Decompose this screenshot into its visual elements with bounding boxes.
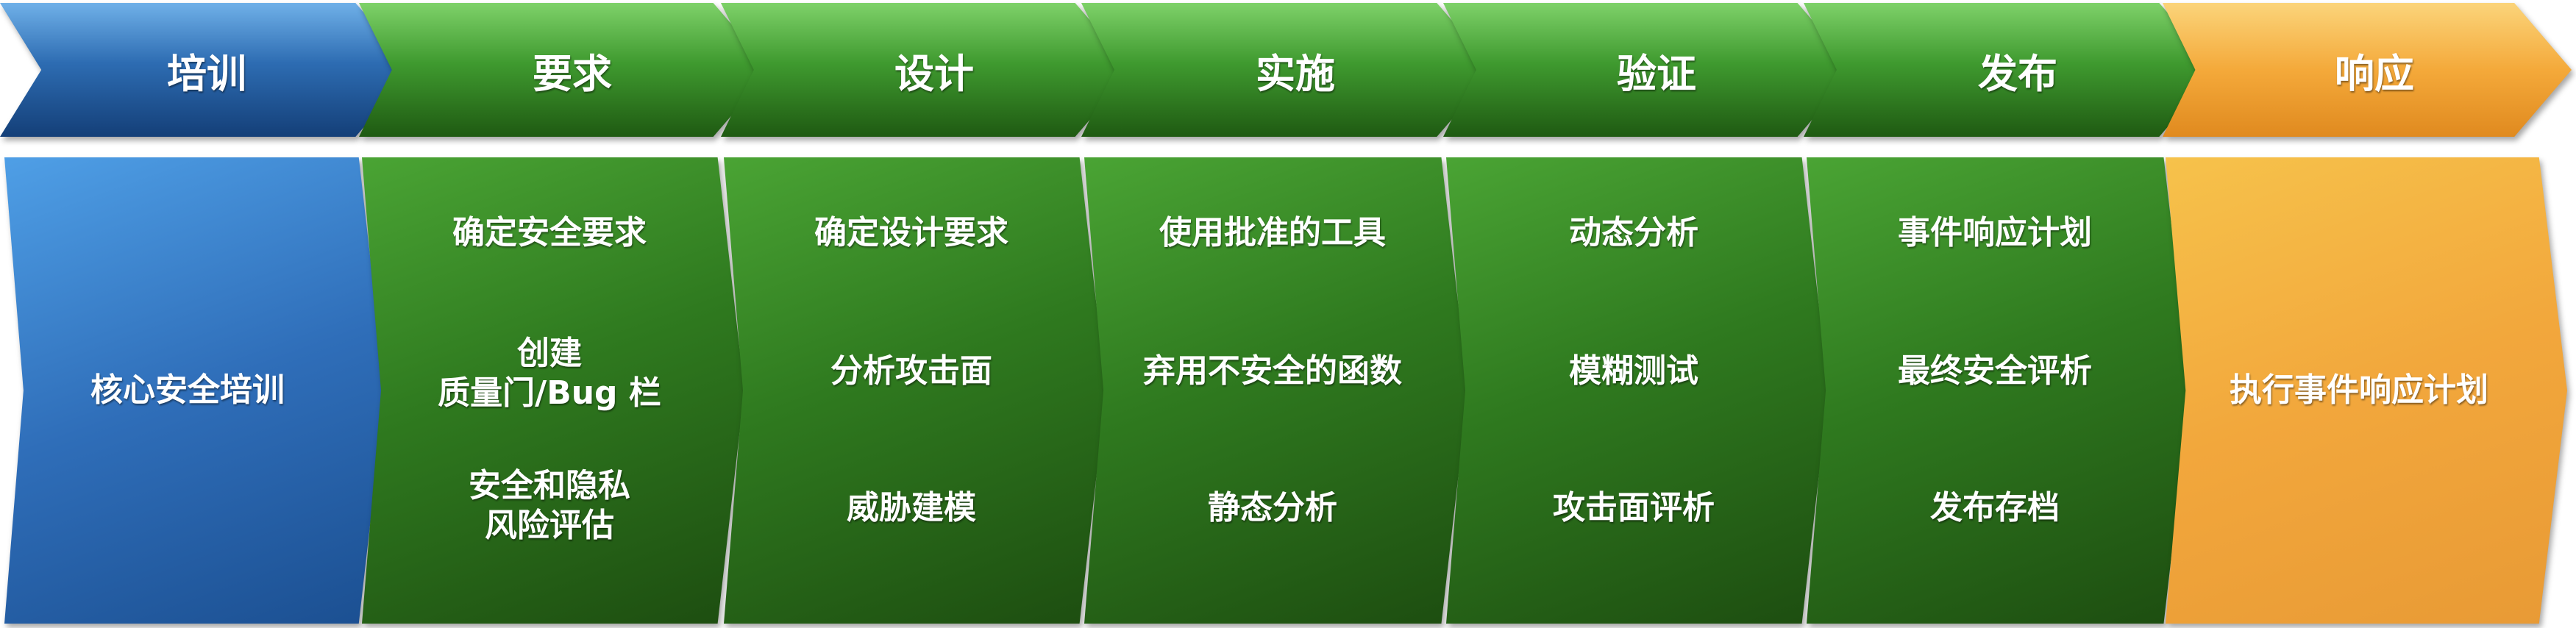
header-arrow-shape	[1804, 3, 2217, 137]
phase-items: 动态分析 模糊测试 攻击面评析	[1446, 157, 1829, 624]
phase-item: 事件响应计划	[1898, 214, 2092, 251]
phase-item: 确定安全要求	[452, 214, 647, 251]
body-arrow-shape	[4, 157, 385, 624]
phase-title: 要求	[533, 50, 612, 97]
phase-body-release: 事件响应计划 最终安全评析 发布存档	[1807, 157, 2191, 624]
header-arrow-shape	[0, 3, 413, 137]
phase-items: 确定设计要求 分析攻击面 威胁建模	[724, 157, 1106, 624]
body-arrow-shape	[1446, 157, 1829, 624]
phase-item: 攻击面评析	[1553, 489, 1715, 527]
phase-items: 执行事件响应计划	[2166, 157, 2567, 624]
phase-body-requirements: 确定安全要求 创建 质量门/Bug 栏 安全和隐私 风险评估	[362, 157, 744, 624]
phase-header-release: 发布	[1804, 3, 2217, 137]
phase-item: 静态分析	[1208, 489, 1337, 527]
phase-item: 执行事件响应计划	[2230, 371, 2488, 409]
header-arrow-shape	[1081, 3, 1495, 137]
header-arrow-shape	[721, 3, 1133, 137]
phase-header-training: 培训	[0, 3, 413, 137]
phase-header-requirements: 要求	[359, 3, 771, 137]
phase-item: 动态分析	[1569, 214, 1698, 251]
phase-item: 安全和隐私 风险评估	[469, 467, 630, 544]
phase-title: 设计	[894, 50, 974, 97]
phase-item: 模糊测试	[1569, 352, 1698, 390]
body-arrow-shape	[2166, 157, 2567, 624]
phase-title: 实施	[1256, 50, 1335, 97]
phase-item: 创建 质量门/Bug 栏	[438, 335, 661, 412]
phase-body-response: 执行事件响应计划	[2166, 157, 2567, 624]
phase-body-verification: 动态分析 模糊测试 攻击面评析	[1446, 157, 1829, 624]
phase-body-training: 核心安全培训	[4, 157, 385, 624]
phase-title: 发布	[1978, 50, 2057, 97]
phase-body-implementation: 使用批准的工具 弃用不安全的函数 静态分析	[1084, 157, 1468, 624]
phase-body-design: 确定设计要求 分析攻击面 威胁建模	[724, 157, 1106, 624]
phase-title: 响应	[2335, 50, 2414, 97]
phase-item: 发布存档	[1930, 489, 2060, 527]
phase-item: 最终安全评析	[1898, 352, 2092, 390]
phase-header-implementation: 实施	[1081, 3, 1495, 137]
body-arrow-shape	[724, 157, 1106, 624]
phase-item: 确定设计要求	[814, 214, 1008, 251]
header-arrow-shape	[2163, 3, 2572, 137]
phase-item: 核心安全培训	[90, 371, 285, 409]
phase-items: 核心安全培训	[4, 157, 385, 624]
phase-header-verification: 验证	[1443, 3, 1855, 137]
phase-item: 弃用不安全的函数	[1143, 352, 1402, 390]
phase-item: 使用批准的工具	[1159, 214, 1386, 251]
phase-header-response: 响应	[2163, 3, 2572, 137]
body-arrow-shape	[1084, 157, 1468, 624]
phase-item: 分析攻击面	[830, 352, 992, 390]
body-arrow-shape	[362, 157, 744, 624]
phase-header-design: 设计	[721, 3, 1133, 137]
phase-title: 验证	[1617, 50, 1696, 97]
header-arrow-shape	[359, 3, 771, 137]
phase-items: 事件响应计划 最终安全评析 发布存档	[1807, 157, 2191, 624]
header-arrow-shape	[1443, 3, 1855, 137]
phase-items: 使用批准的工具 弃用不安全的函数 静态分析	[1084, 157, 1468, 624]
phase-items: 确定安全要求 创建 质量门/Bug 栏 安全和隐私 风险评估	[362, 157, 744, 624]
body-arrow-shape	[1807, 157, 2191, 624]
phase-title: 培训	[167, 50, 246, 97]
phase-item: 威胁建模	[847, 489, 976, 527]
